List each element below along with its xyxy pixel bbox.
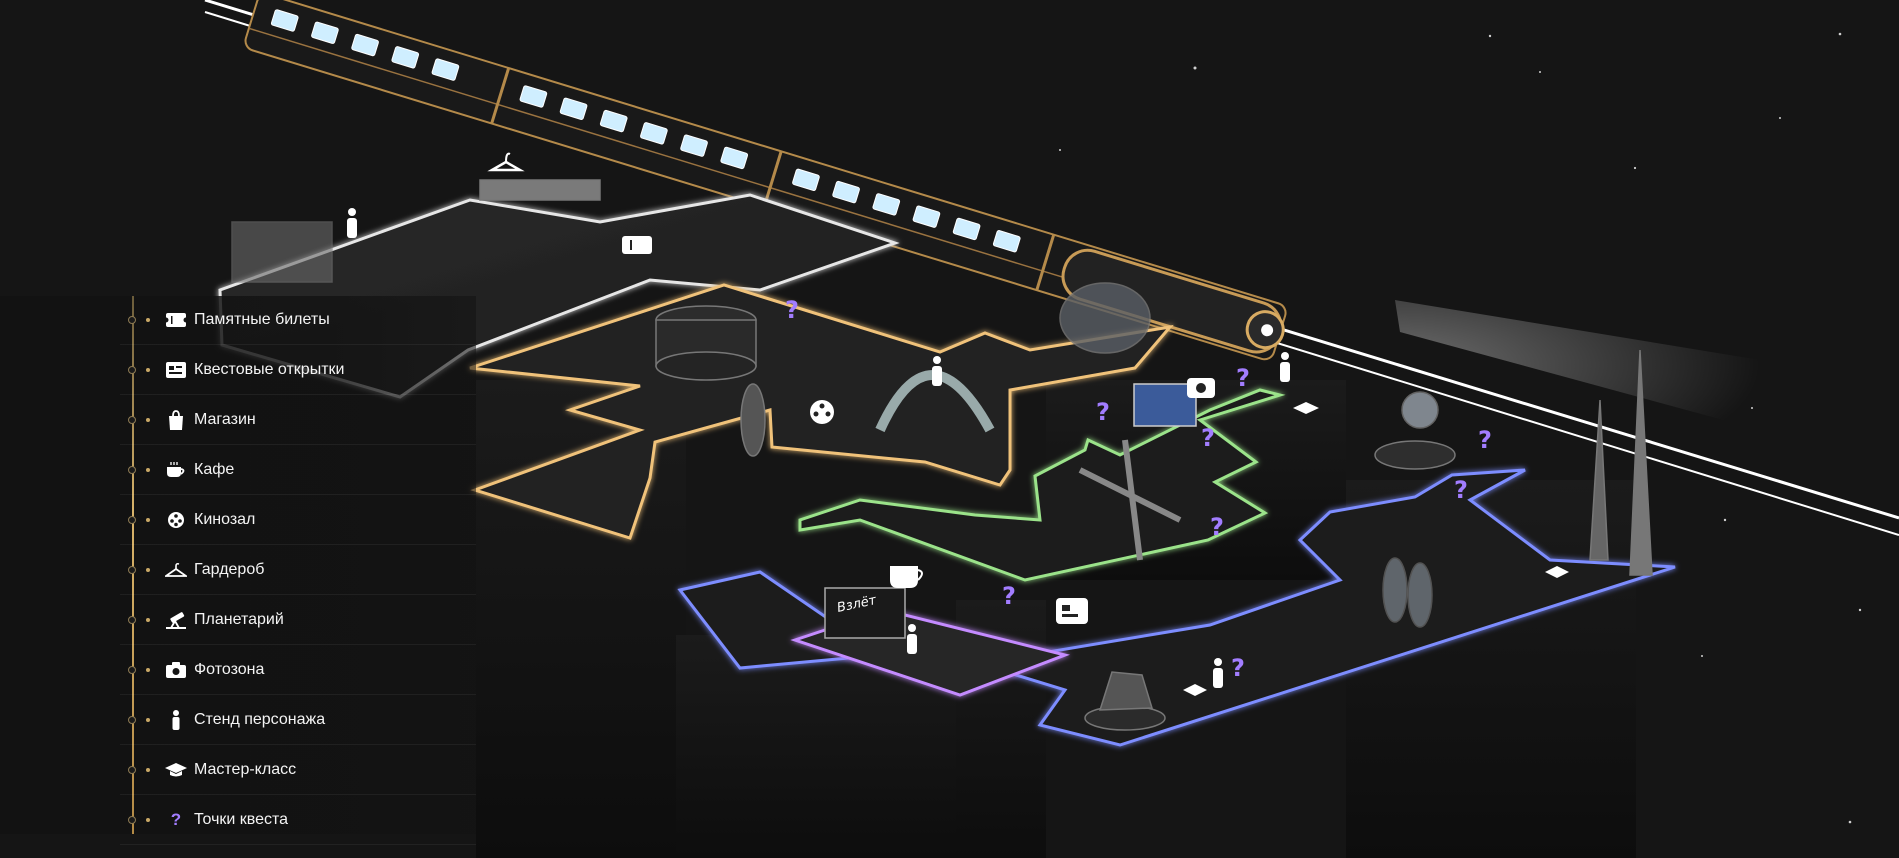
legend-item-label: Фотозона: [194, 661, 265, 678]
legend-marker-dot: [146, 818, 150, 822]
train-headlight-beam: [1395, 300, 1760, 430]
svg-text:?: ?: [1096, 398, 1110, 426]
legend-marker-dot: [146, 518, 150, 522]
legend-item-label: Магазин: [194, 411, 256, 428]
svg-text:?: ?: [1210, 513, 1224, 541]
legend-rail-dot: [128, 316, 136, 324]
legend-marker-dot: [146, 368, 150, 372]
shopping-bag-icon: [164, 408, 188, 432]
svg-text:?: ?: [1002, 582, 1016, 610]
map-marker-postcard-icon[interactable]: [1056, 598, 1088, 624]
legend-marker-dot: [146, 768, 150, 772]
svg-text:?: ?: [1454, 476, 1468, 504]
zone-green: [798, 388, 1286, 582]
train: [244, 0, 1287, 361]
graduation-cap-icon: [164, 758, 188, 782]
map-marker-ticket-icon[interactable]: [622, 236, 652, 254]
legend-rail-dot: [128, 366, 136, 374]
map-marker-person-icon[interactable]: [347, 208, 1290, 688]
legend-item-label: Кинозал: [194, 511, 256, 528]
svg-text:?: ?: [1236, 364, 1250, 392]
legend-item-label: Стенд персонажа: [194, 711, 326, 728]
legend-item-photozone[interactable]: Фотозона: [120, 646, 476, 695]
svg-text:?: ?: [1201, 424, 1215, 452]
legend-panel: [0, 296, 476, 834]
scenery-objects: [231, 179, 1653, 731]
map-marker-film-reel-icon[interactable]: [810, 400, 834, 424]
legend-rail-dot: [128, 616, 136, 624]
hanger-icon: [164, 558, 188, 582]
legend-rail-dot: [128, 566, 136, 574]
legend-marker-dot: [146, 318, 150, 322]
question-mark-icon: ?: [170, 810, 182, 829]
postcard-icon: [164, 358, 188, 382]
map-marker-coffee-icon[interactable]: [890, 566, 923, 588]
film-reel-icon: [164, 508, 188, 532]
legend-rail: [132, 296, 134, 834]
legend-rail-dot: [128, 716, 136, 724]
legend-item-label: Гардероб: [194, 561, 265, 578]
legend-rail-dot: [128, 666, 136, 674]
legend-item-shop[interactable]: Магазин: [120, 396, 476, 445]
legend-marker-dot: [146, 568, 150, 572]
map-marker-graduation-cap-icon[interactable]: [1183, 402, 1569, 696]
legend-rail-dot: [128, 416, 136, 424]
legend-item-character[interactable]: Стенд персонажа: [120, 696, 476, 745]
telescope-icon: [164, 608, 188, 632]
map-marker-hanger-icon[interactable]: [487, 152, 525, 172]
legend-item-tickets[interactable]: Памятные билеты: [120, 296, 476, 345]
person-icon: [164, 708, 188, 732]
legend-item-planetarium[interactable]: Планетарий: [120, 596, 476, 645]
ticket-icon: [164, 308, 188, 332]
legend-item-label: Кафе: [194, 461, 235, 478]
legend-item-label: Квестовые открытки: [194, 361, 345, 378]
legend-item-label: Точки квеста: [194, 811, 289, 828]
legend-item-wardrobe[interactable]: Гардероб: [120, 546, 476, 595]
svg-text:?: ?: [785, 296, 799, 324]
legend-marker-dot: [146, 418, 150, 422]
legend-marker-dot: [146, 718, 150, 722]
legend-rail-dot: [128, 516, 136, 524]
legend-item-quest[interactable]: ? Точки квеста: [120, 796, 476, 845]
legend-item-masterclass[interactable]: Мастер-класс: [120, 746, 476, 795]
legend-rail-dot: [128, 466, 136, 474]
legend-rail-dot: [128, 816, 136, 824]
legend-marker-dot: [146, 468, 150, 472]
legend-item-label: Мастер-класс: [194, 761, 297, 778]
legend-item-postcards[interactable]: Квестовые открытки: [120, 346, 476, 395]
legend-item-cinema[interactable]: Кинозал: [120, 496, 476, 545]
legend-item-label: Планетарий: [194, 611, 284, 628]
svg-text:?: ?: [1478, 426, 1492, 454]
legend-rail-dot: [128, 766, 136, 774]
map-marker-camera-icon[interactable]: [1187, 378, 1215, 398]
coffee-cup-icon: [164, 458, 188, 482]
svg-text:?: ?: [1231, 654, 1245, 682]
legend-item-label: Памятные билеты: [194, 311, 330, 328]
legend-item-cafe[interactable]: Кафе: [120, 446, 476, 495]
camera-icon: [164, 658, 188, 682]
quest-markers[interactable]: ? ? ? ? ? ? ? ? ?: [785, 296, 1492, 682]
legend-marker-dot: [146, 668, 150, 672]
legend-marker-dot: [146, 618, 150, 622]
